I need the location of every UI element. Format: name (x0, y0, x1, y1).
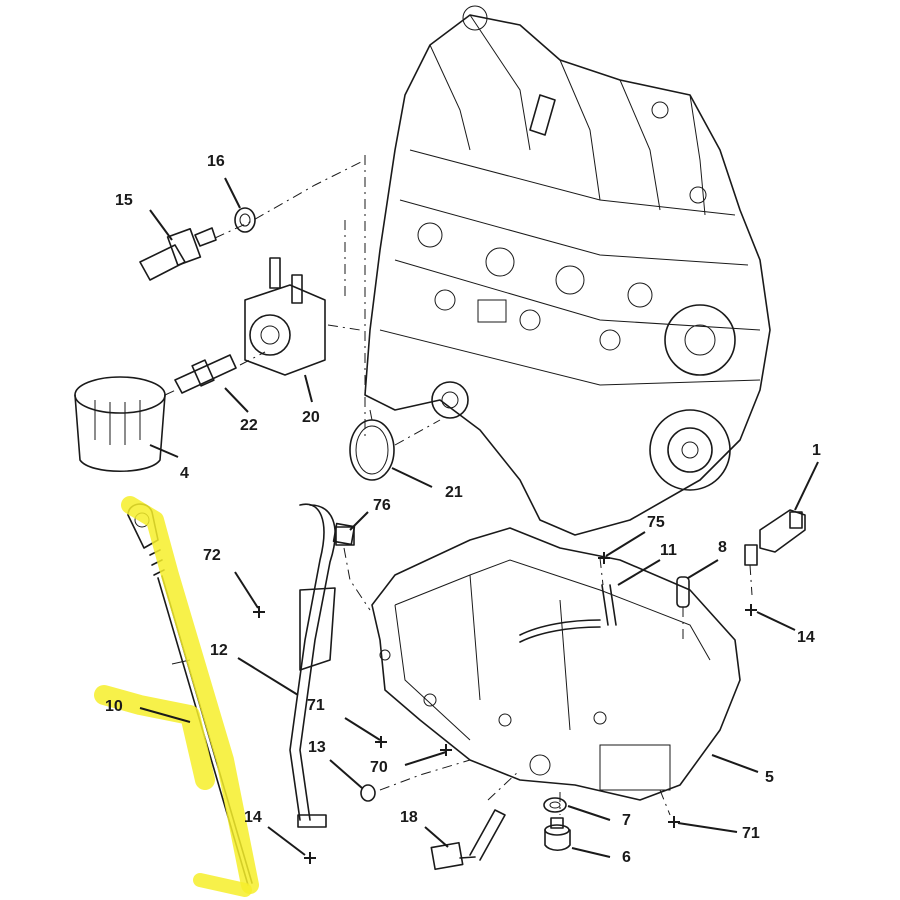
small-plug (335, 526, 355, 546)
tube-seal (360, 784, 376, 802)
callout-16: 16 (207, 153, 225, 170)
drain-washer (543, 797, 567, 813)
callout-15: 15 (115, 192, 133, 209)
oil-pressure-sensor (139, 227, 217, 281)
callout-6: 6 (622, 849, 631, 866)
callout-4: 4 (180, 465, 189, 482)
callout-8: 8 (718, 539, 727, 556)
callout-20: 20 (302, 409, 320, 426)
oil-level-sensor (430, 809, 506, 871)
callout-12: 12 (210, 642, 228, 659)
callout-18: 18 (400, 809, 418, 826)
engine-block (364, 5, 771, 536)
callout-70: 70 (370, 759, 388, 776)
oil-cooler (244, 257, 326, 376)
union-bolt (174, 354, 237, 394)
callout-11: 11 (660, 542, 677, 559)
callout-76: 76 (373, 497, 391, 514)
guide-pin (676, 576, 690, 608)
bracket-part (744, 509, 806, 566)
callout-13: 13 (308, 739, 326, 756)
callout-71-left: 71 (307, 697, 325, 714)
bolt-markers (253, 552, 757, 864)
callout-75: 75 (647, 514, 665, 531)
assembly-lines (164, 155, 753, 816)
seal-washer (234, 207, 256, 233)
callout-1: 1 (812, 442, 821, 459)
callout-7: 7 (622, 812, 631, 829)
callout-72: 72 (203, 547, 221, 564)
callout-14-left: 14 (244, 809, 262, 826)
callout-10: 10 (105, 698, 123, 715)
callout-14-right: 14 (797, 629, 815, 646)
dipstick-tube (289, 503, 356, 828)
oil-pan (371, 527, 741, 801)
oil-filter (74, 376, 166, 473)
callout-5: 5 (765, 769, 774, 786)
leader-lines (139, 177, 819, 858)
callout-22: 22 (240, 417, 258, 434)
callout-labels: 1 4 5 6 7 8 10 11 12 13 14 14 15 16 18 2… (105, 153, 821, 866)
o-ring (349, 419, 395, 481)
drain-plug (544, 817, 571, 852)
callout-71-right: 71 (742, 825, 760, 842)
highlight-marker (94, 496, 259, 897)
oil-pickup (601, 584, 617, 626)
callout-21: 21 (445, 484, 463, 501)
